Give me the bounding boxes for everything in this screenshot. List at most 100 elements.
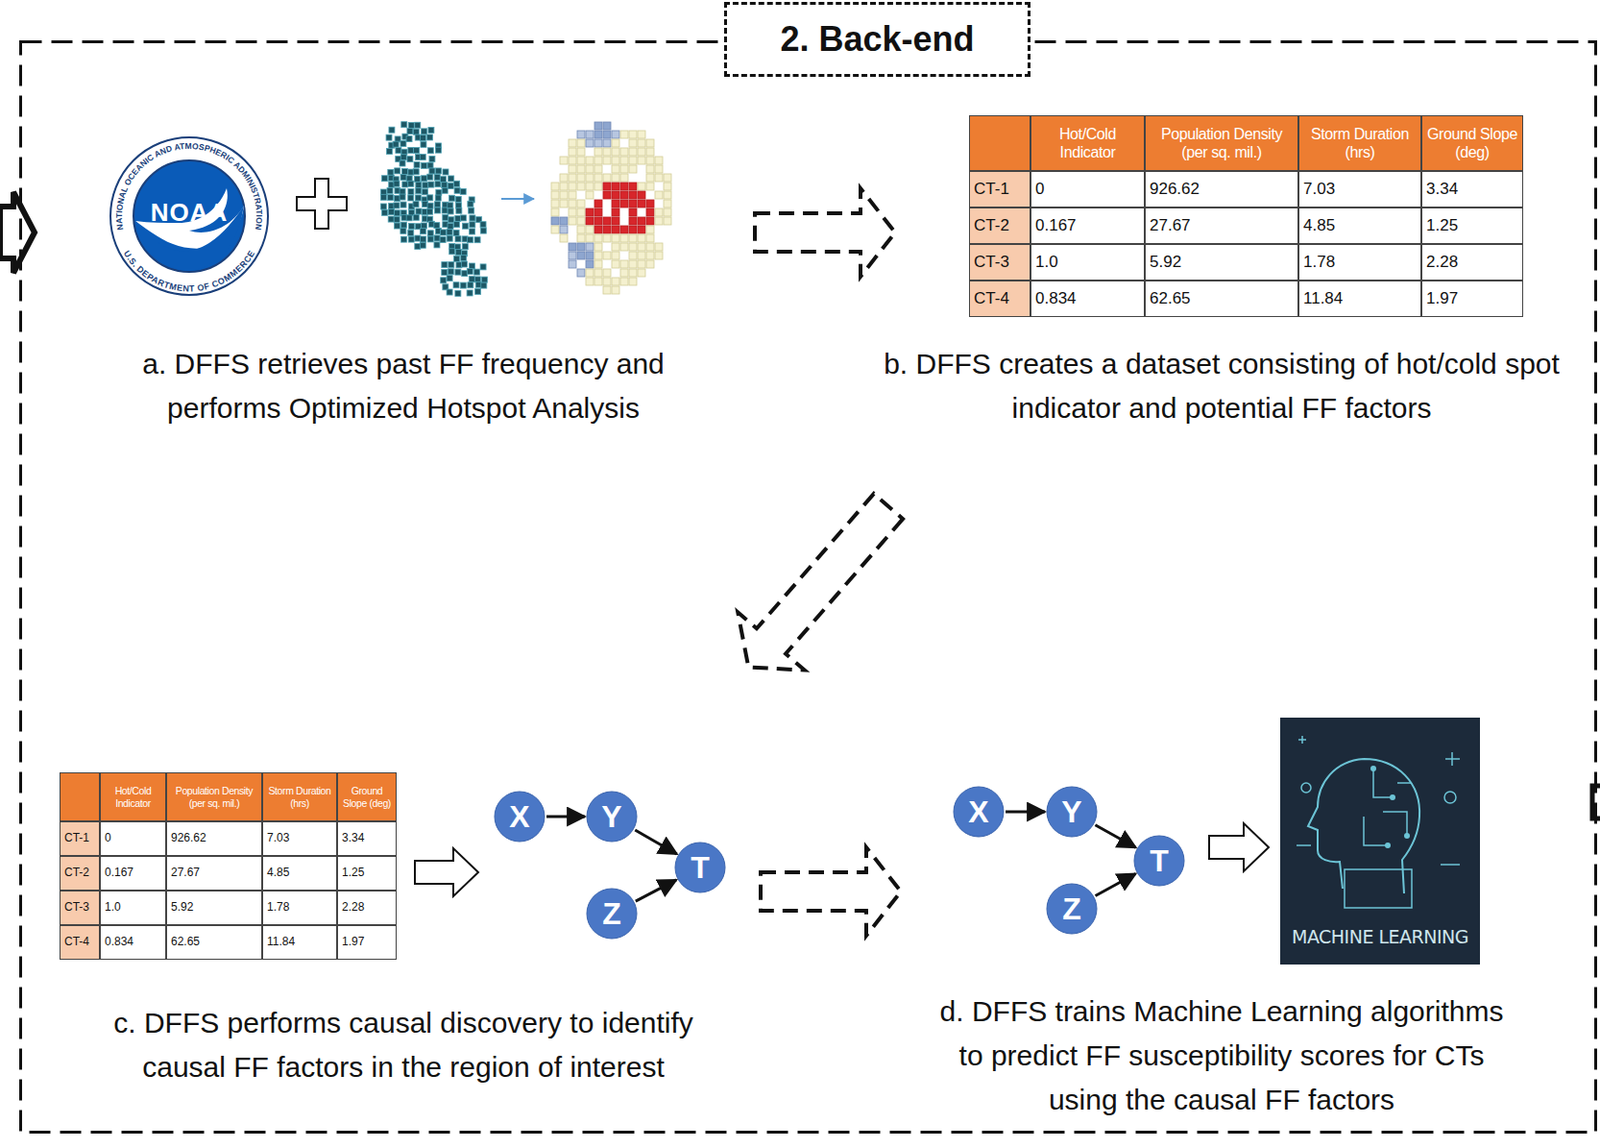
variable-circle: Z	[585, 887, 638, 940]
table-header: Population Density (per sq. mil.)	[170, 784, 258, 809]
table-cell-text: 1.97	[1426, 290, 1458, 309]
table-cell-text: CT-4	[973, 290, 1010, 309]
table-cell-text: 4.85	[1303, 217, 1335, 236]
table-cell: 5.92	[1144, 243, 1299, 281]
small-arrow	[501, 197, 534, 200]
hotspot-map	[551, 121, 672, 294]
logo-ring-text: U.S. DEPARTMENT OF COMMERCE	[121, 248, 257, 293]
causal-arrow	[1095, 872, 1137, 896]
table-cell: 11.84	[262, 924, 338, 960]
table-cell: Ground Slope (deg)	[337, 772, 397, 822]
table-cell-text: 0.167	[1035, 217, 1077, 236]
table-cell: Hot/Cold Indicator	[99, 772, 167, 822]
table-cell: 27.67	[1144, 207, 1299, 244]
edge-bracket	[1592, 785, 1600, 819]
circle-shape	[1045, 882, 1098, 935]
logo-text: NOAA	[141, 197, 238, 227]
causal-arrow	[1094, 824, 1136, 849]
table-cell: Ground Slope (deg)	[1421, 115, 1524, 171]
table-cell: 0	[1030, 170, 1145, 208]
flow-arrow	[754, 188, 896, 277]
table-cell: CT-2	[969, 207, 1031, 244]
table-cell-text: 0.834	[1035, 290, 1077, 309]
table-cell-text: 11.84	[266, 935, 295, 948]
table-cell: 62.65	[1144, 280, 1299, 317]
table-cell: 1.0	[1030, 243, 1145, 281]
circle-shape	[1133, 834, 1186, 887]
table-cell: CT-3	[59, 890, 100, 925]
variable-name: T	[1133, 834, 1186, 887]
flow-arrow	[760, 847, 901, 936]
table-header: Storm Duration (hrs)	[1303, 124, 1417, 162]
table-cell: 0.167	[1030, 207, 1145, 244]
table-cell-text: 2.28	[341, 900, 364, 914]
circle-shape	[674, 841, 727, 894]
table-cell-text: 62.65	[170, 935, 200, 948]
table-cell: 7.03	[1298, 170, 1422, 208]
variable-circle: T	[674, 841, 727, 894]
table-cell: 1.0	[99, 890, 167, 925]
table-cell: 0.834	[1030, 280, 1145, 317]
table-cell-text: 1.78	[1303, 253, 1335, 272]
table-cell: Population Density (per sq. mil.)	[1144, 115, 1299, 171]
frame-title: 2. Back-end	[779, 19, 974, 60]
circle-shape	[1045, 785, 1098, 838]
table-cell-text: CT-3	[973, 253, 1010, 272]
table-cell-text: 27.67	[170, 866, 200, 879]
edge-arrow	[0, 192, 35, 273]
flow-arrows	[414, 188, 1269, 936]
table-cell-text: 11.84	[1303, 290, 1343, 309]
circle-shape	[585, 887, 638, 940]
step-caption: b. DFFS creates a dataset consisting of …	[878, 341, 1565, 431]
flow-arrow	[1209, 823, 1269, 872]
table-cell-text: 926.62	[170, 831, 207, 845]
table-cell: 1.97	[337, 924, 397, 960]
table-cell-text: 0	[104, 831, 112, 845]
table-header: Population Density (per sq. mil.)	[1149, 124, 1294, 162]
flow-arrow	[414, 848, 479, 897]
table-cell: 1.25	[1421, 207, 1524, 244]
circle-shape	[952, 785, 1005, 838]
table-cell: 2.28	[1421, 243, 1524, 281]
table-cell-text: 62.65	[1149, 290, 1191, 309]
table-cell-text: CT-2	[64, 866, 90, 879]
table-cell-text: 3.34	[341, 831, 364, 845]
table-cell: 3.34	[1421, 170, 1524, 208]
table-cell: 926.62	[166, 821, 263, 856]
title-box: 2. Back-end	[724, 1, 1031, 77]
variable-name: Y	[585, 790, 638, 843]
flow-arrow	[715, 477, 922, 697]
table-cell-text: CT-1	[64, 831, 90, 845]
table-cell-text: CT-1	[973, 180, 1010, 199]
table-cell-text: 926.62	[1149, 180, 1200, 199]
table-cell-text: 2.28	[1426, 253, 1458, 272]
table-cell-text: 1.25	[1426, 217, 1458, 236]
causal-arrow	[635, 879, 677, 901]
table-cell: 4.85	[262, 855, 338, 891]
table-cell: 0.167	[99, 855, 167, 891]
table-cell	[969, 115, 1031, 171]
logo-ring-text: NATIONAL OCEANIC AND ATMOSPHERIC ADMINIS…	[114, 141, 265, 231]
step-caption: a. DFFS retrieves past FF frequency and …	[105, 341, 702, 431]
table-cell: 4.85	[1298, 207, 1422, 244]
table-cell: CT-2	[59, 855, 100, 891]
table-cell: 1.78	[1298, 243, 1422, 281]
table-cell-text: 1.97	[341, 935, 364, 948]
table-cell-text: 7.03	[266, 831, 290, 845]
table-cell-text: 5.92	[170, 900, 194, 914]
table-cell: CT-3	[969, 243, 1031, 281]
variable-circle: Y	[1045, 785, 1098, 838]
table-cell: 2.28	[337, 890, 397, 925]
variable-circle: X	[493, 790, 546, 843]
table-cell-text: 1.0	[1035, 253, 1059, 272]
table-header: Storm Duration (hrs)	[266, 784, 333, 809]
picture-caption: MACHINE LEARNING	[1280, 923, 1480, 949]
causal-arrow	[634, 829, 677, 854]
table-cell: Storm Duration (hrs)	[1298, 115, 1422, 171]
table-cell: CT-4	[59, 924, 100, 960]
variable-circle: Y	[585, 790, 638, 843]
table-cell-text: 27.67	[1149, 217, 1191, 236]
